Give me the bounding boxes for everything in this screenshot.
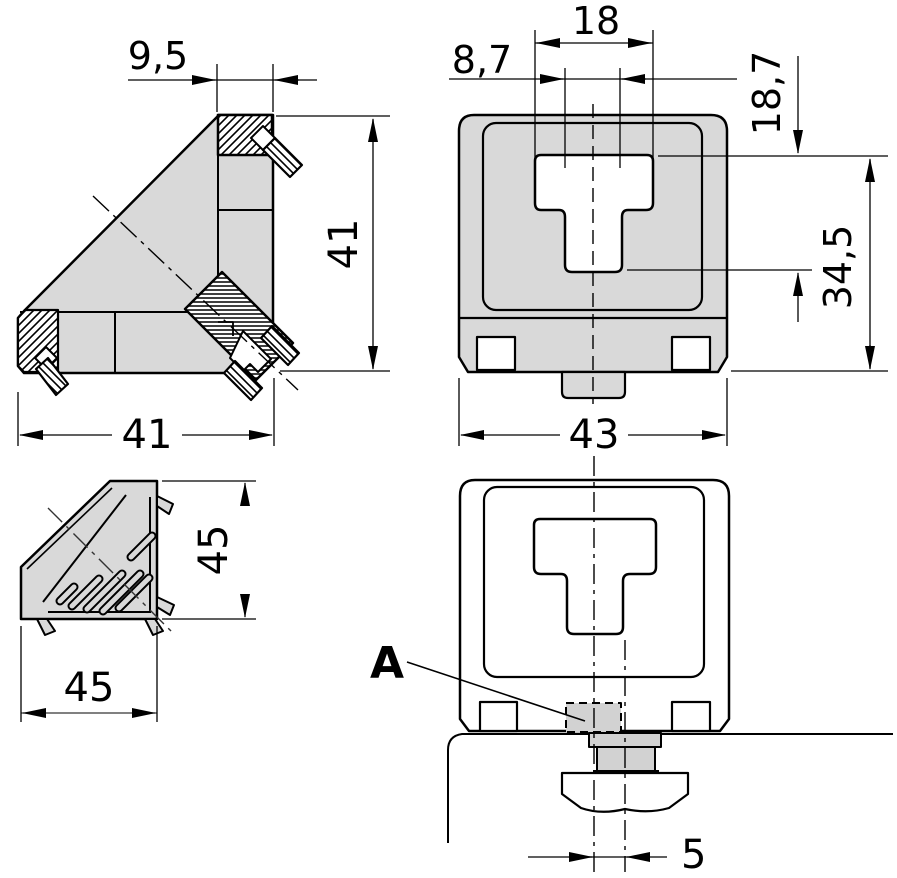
dim-rear-height — [162, 480, 256, 620]
installed-foot-left — [478, 700, 519, 733]
detail-leader-line — [406, 661, 586, 722]
rear-ribs — [55, 531, 157, 616]
rear-body — [19, 479, 159, 621]
fastener-body — [596, 746, 656, 773]
dim-rear-height-label: 45 — [191, 525, 237, 576]
front-foot-left — [475, 335, 517, 372]
dim-stem-width-label: 8,7 — [452, 38, 512, 82]
front-view: 18 8,7 18,7 34,5 43 — [449, 0, 888, 458]
top-flange-hook — [261, 136, 304, 179]
dim-slot-width-label: 18 — [572, 0, 620, 43]
dim-slot-to-base — [731, 158, 888, 372]
dim-flange-width — [128, 64, 317, 112]
diagonal-flange-notch — [229, 330, 272, 373]
front-foot-right — [670, 335, 712, 372]
dim-front-width-label: 43 — [569, 412, 620, 458]
dim-screw-offset-label: 5 — [681, 832, 706, 878]
diagonal-flange-hook-a — [259, 324, 301, 367]
dim-slot-height-label: 18,7 — [745, 51, 789, 136]
dim-slot-width — [534, 30, 654, 162]
dim-rear-width — [20, 626, 158, 722]
diagonal-flange-hook-b — [222, 359, 264, 402]
rear-centerline — [47, 507, 173, 633]
installed-t-slot — [532, 517, 658, 636]
dim-side-height — [276, 115, 390, 372]
installed-view: A 5 — [370, 456, 893, 878]
dim-slot-height — [627, 56, 888, 322]
bottom-flange-hook — [34, 356, 70, 397]
rear-tabs — [36, 495, 175, 636]
dim-flange-width-label: 9,5 — [128, 34, 188, 78]
profile-surface — [447, 733, 893, 843]
dim-rear-width-label: 45 — [64, 665, 115, 711]
detail-label: A — [370, 638, 404, 689]
front-t-slot — [533, 153, 655, 274]
front-inner-face — [481, 121, 704, 312]
dim-side-height-label: 41 — [321, 219, 367, 270]
dim-side-width — [17, 378, 275, 446]
side-section-view: 9,5 41 41 — [16, 34, 390, 458]
diagonal-flange-step — [218, 321, 234, 336]
diagonal-centerline — [92, 195, 299, 391]
dim-stem-width — [449, 68, 737, 168]
dim-slot-to-base-label: 34,5 — [816, 225, 860, 310]
rear-view: 45 45 — [19, 479, 256, 722]
dim-front-width — [458, 378, 728, 446]
installed-foot-right — [670, 700, 712, 733]
dim-side-width-label: 41 — [122, 412, 173, 458]
